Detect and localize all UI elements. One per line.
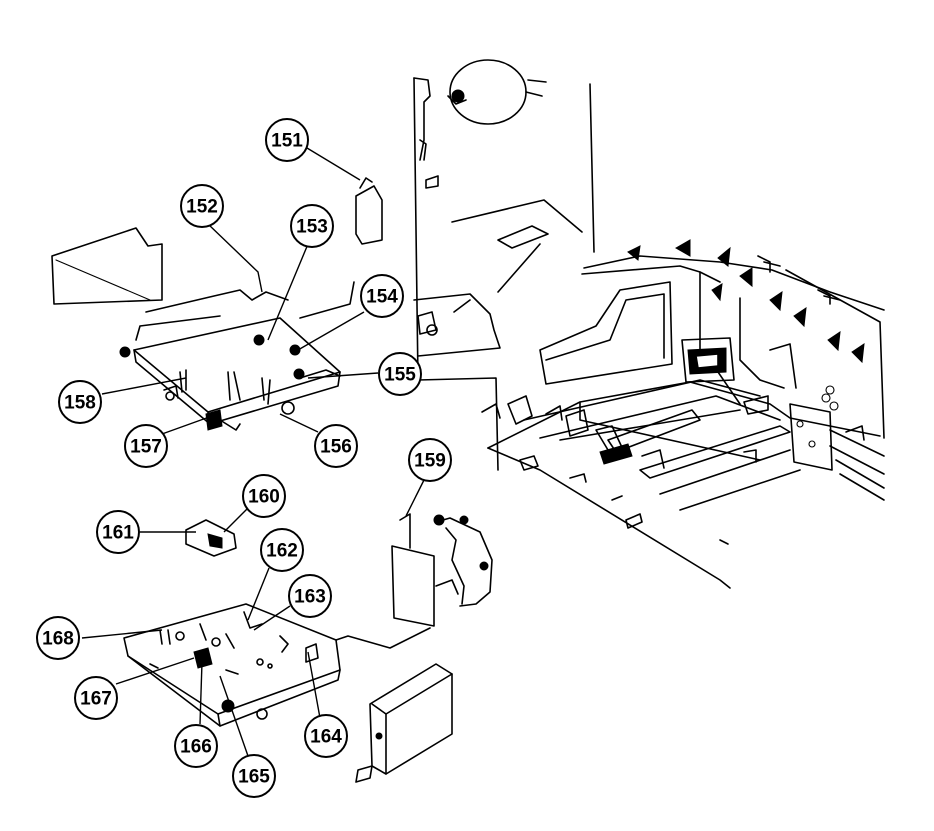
callout-154: 154 xyxy=(360,274,404,318)
callout-155: 155 xyxy=(378,352,422,396)
callout-159-label: 159 xyxy=(414,451,446,472)
callout-156-label: 156 xyxy=(320,437,352,458)
callout-152: 152 xyxy=(180,184,224,228)
upper-panel-assembly xyxy=(51,177,383,431)
callout-161: 161 xyxy=(96,510,140,554)
callout-166-label: 166 xyxy=(180,737,212,758)
callout-154-label: 154 xyxy=(366,287,398,308)
callout-159: 159 xyxy=(408,438,452,482)
callout-163: 163 xyxy=(288,574,332,618)
lower-panel-assembly xyxy=(123,513,493,783)
callout-164: 164 xyxy=(304,714,348,758)
callout-152-label: 152 xyxy=(186,197,218,218)
callout-157: 157 xyxy=(124,424,168,468)
callout-156: 156 xyxy=(314,424,358,468)
callout-151: 151 xyxy=(265,118,309,162)
callout-167: 167 xyxy=(74,676,118,720)
callout-168: 168 xyxy=(36,616,80,660)
callout-155-label: 155 xyxy=(384,365,416,386)
chassis-frame xyxy=(413,59,885,589)
callout-162: 162 xyxy=(260,528,304,572)
callout-153-label: 153 xyxy=(296,217,328,238)
callout-162-label: 162 xyxy=(266,541,298,562)
leader-lines xyxy=(81,147,425,757)
callout-158: 158 xyxy=(58,380,102,424)
callout-168-label: 168 xyxy=(42,629,74,650)
callout-164-label: 164 xyxy=(310,727,342,748)
callout-158-label: 158 xyxy=(64,393,96,414)
callout-161-label: 161 xyxy=(102,523,134,544)
callout-160: 160 xyxy=(242,474,286,518)
callout-151-label: 151 xyxy=(271,131,303,152)
callout-160-label: 160 xyxy=(248,487,280,508)
callout-163-label: 163 xyxy=(294,587,326,608)
callout-167-label: 167 xyxy=(80,689,112,710)
callout-166: 166 xyxy=(174,724,218,768)
callout-165-label: 165 xyxy=(238,767,270,788)
callout-153: 153 xyxy=(290,204,334,248)
callout-165: 165 xyxy=(232,754,276,798)
callout-157-label: 157 xyxy=(130,437,162,458)
